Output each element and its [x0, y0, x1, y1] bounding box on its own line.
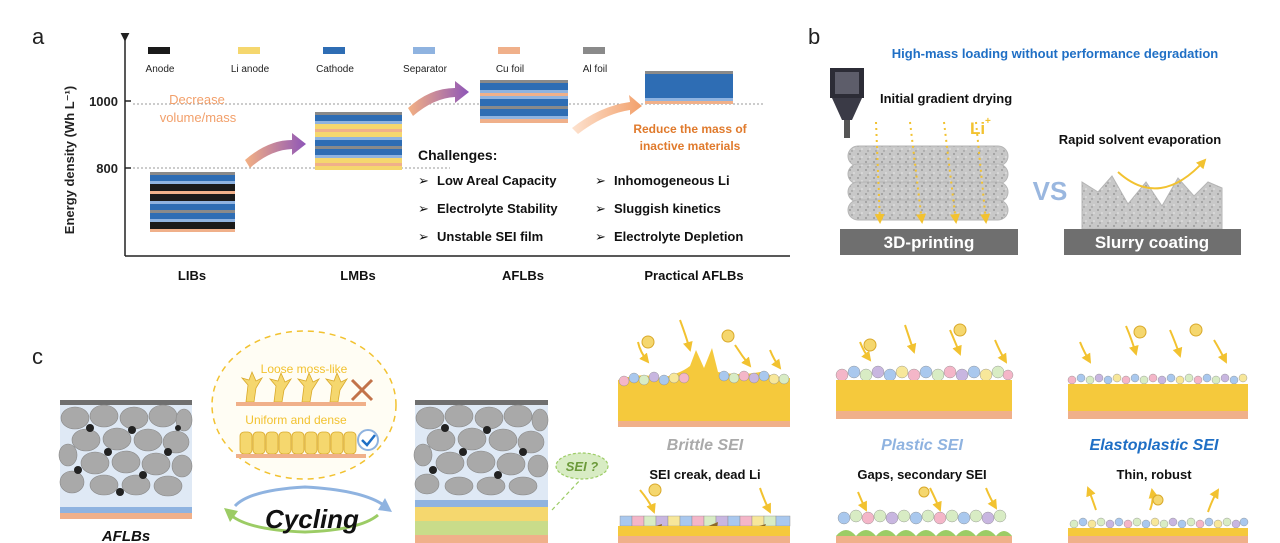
sei-question-label: SEI ? [566, 459, 599, 474]
sei-column-brittle [618, 319, 790, 427]
dense-columns [239, 431, 357, 455]
printing-substrate [840, 229, 1018, 255]
li-ion-superscript: + [985, 116, 991, 127]
decrease-label-2: volume/mass [160, 110, 237, 125]
legend-label: Al foil [583, 64, 607, 75]
panel-c: c AFLBs [32, 319, 1249, 543]
legend-swatch-al-foil [583, 47, 605, 54]
printed-filaments [847, 145, 1009, 221]
legend-swatch-cu-foil [498, 47, 520, 54]
legend-swatch-li-anode [238, 47, 260, 54]
panel-b-title: High-mass loading without performance de… [892, 46, 1219, 61]
category-label: AFLBs [502, 268, 544, 283]
legend-label: Anode [146, 64, 175, 75]
challenge-item: Electrolyte Stability [437, 201, 558, 216]
panel-b: b High-mass loading without performance … [808, 24, 1241, 255]
sei-column-elastoplastic [1067, 323, 1248, 419]
panel-label-b: b [808, 24, 820, 49]
slurry-substrate [1064, 229, 1241, 255]
stack-lmbs [315, 112, 402, 170]
challenges-title: Challenges: [418, 147, 497, 163]
sei-desc-elastoplastic: Thin, robust [1116, 467, 1192, 482]
stack-aflbs [480, 80, 568, 123]
panel-a: a 1000 800 Energy density (Wh L⁻¹) Anode… [32, 24, 790, 283]
sei-after-brittle [618, 483, 791, 543]
cycling-label: Cycling [265, 504, 359, 534]
printing-label: 3D-printing [884, 233, 975, 252]
legend-swatch-anode [148, 47, 170, 54]
aflb-cell-initial [58, 400, 193, 519]
slurry-label: Slurry coating [1095, 233, 1209, 252]
vs-label: VS [1033, 176, 1068, 206]
sei-after-plastic [836, 486, 1012, 543]
check-mark-stroke [361, 434, 376, 447]
category-label: LIBs [178, 268, 206, 283]
sei-column-plastic [835, 323, 1014, 419]
legend-label: Separator [403, 64, 448, 75]
challenge-bullet: ➢ [418, 201, 429, 216]
challenge-item: Inhomogeneous Li [614, 173, 730, 188]
reduce-label: Reduce the mass of [633, 122, 747, 136]
sei-name-plastic: Plastic SEI [881, 437, 963, 454]
check-mark-icon [357, 429, 379, 451]
aflb-cell-cycled [413, 400, 549, 543]
inset-cu-foil-top [236, 402, 366, 406]
cycling-arrows [224, 485, 392, 534]
legend-label: Cathode [316, 64, 354, 75]
arrow-lmbs-aflbs [408, 81, 469, 116]
reduce-label-2: inactive materials [640, 139, 741, 153]
challenge-bullet: ➢ [418, 229, 429, 244]
legend-swatch-cathode [323, 47, 345, 54]
uniform-dense-label: Uniform and dense [245, 413, 347, 427]
li-ion-label: Li [970, 119, 985, 138]
slurry-layer [1081, 175, 1223, 230]
evaporation-arrow [1117, 158, 1207, 190]
decrease-label: Decrease [169, 92, 225, 107]
tick-label-1000: 1000 [89, 94, 118, 109]
category-label: LMBs [340, 268, 375, 283]
sei-callout-bubble [555, 452, 609, 480]
challenge-item: Unstable SEI film [437, 229, 543, 244]
legend: Anode Li anode Cathode Separator Cu foil… [146, 47, 607, 75]
cross-mark-icon [350, 378, 374, 402]
y-axis-label: Energy density (Wh L⁻¹) [62, 86, 77, 234]
legend-label: Li anode [231, 64, 270, 75]
stack-practical-aflbs [645, 71, 733, 104]
aflbs-label: AFLBs [101, 528, 150, 543]
challenge-bullet: ➢ [595, 229, 606, 244]
rapid-evaporation-label: Rapid solvent evaporation [1059, 132, 1222, 147]
legend-swatch-separator [413, 47, 435, 54]
challenge-bullet: ➢ [595, 173, 606, 188]
panel-label-c: c [32, 344, 43, 369]
inset-cu-foil-bottom [236, 454, 366, 458]
initial-drying-label: Initial gradient drying [880, 91, 1012, 106]
category-label: Practical AFLBs [644, 268, 743, 283]
arrow-libs-lmbs [245, 133, 306, 168]
sei-name-elastoplastic: Elastoplastic SEI [1090, 437, 1219, 454]
challenge-item: Low Areal Capacity [437, 173, 557, 188]
deposition-inset: Loose moss-like Uniform and dense [211, 330, 397, 480]
challenge-item: Sluggish kinetics [614, 201, 721, 216]
sei-desc-brittle: SEI creak, dead Li [649, 467, 760, 482]
sei-callout-line [551, 477, 583, 511]
legend-label: Cu foil [496, 64, 524, 75]
sei-after-elastoplastic [1068, 486, 1249, 543]
challenge-bullet: ➢ [418, 173, 429, 188]
moss-dendrites [240, 370, 349, 403]
challenge-item: Electrolyte Depletion [614, 229, 743, 244]
tick-label-800: 800 [96, 161, 118, 176]
panel-label-a: a [32, 24, 45, 49]
arrow-aflbs-practical [572, 95, 642, 134]
challenge-bullet: ➢ [595, 201, 606, 216]
stack-libs [150, 172, 235, 232]
print-nozzle [830, 68, 864, 138]
sei-desc-plastic: Gaps, secondary SEI [857, 467, 986, 482]
loose-moss-label: Loose moss-like [261, 362, 348, 376]
sei-name-brittle: Brittle SEI [667, 437, 744, 454]
